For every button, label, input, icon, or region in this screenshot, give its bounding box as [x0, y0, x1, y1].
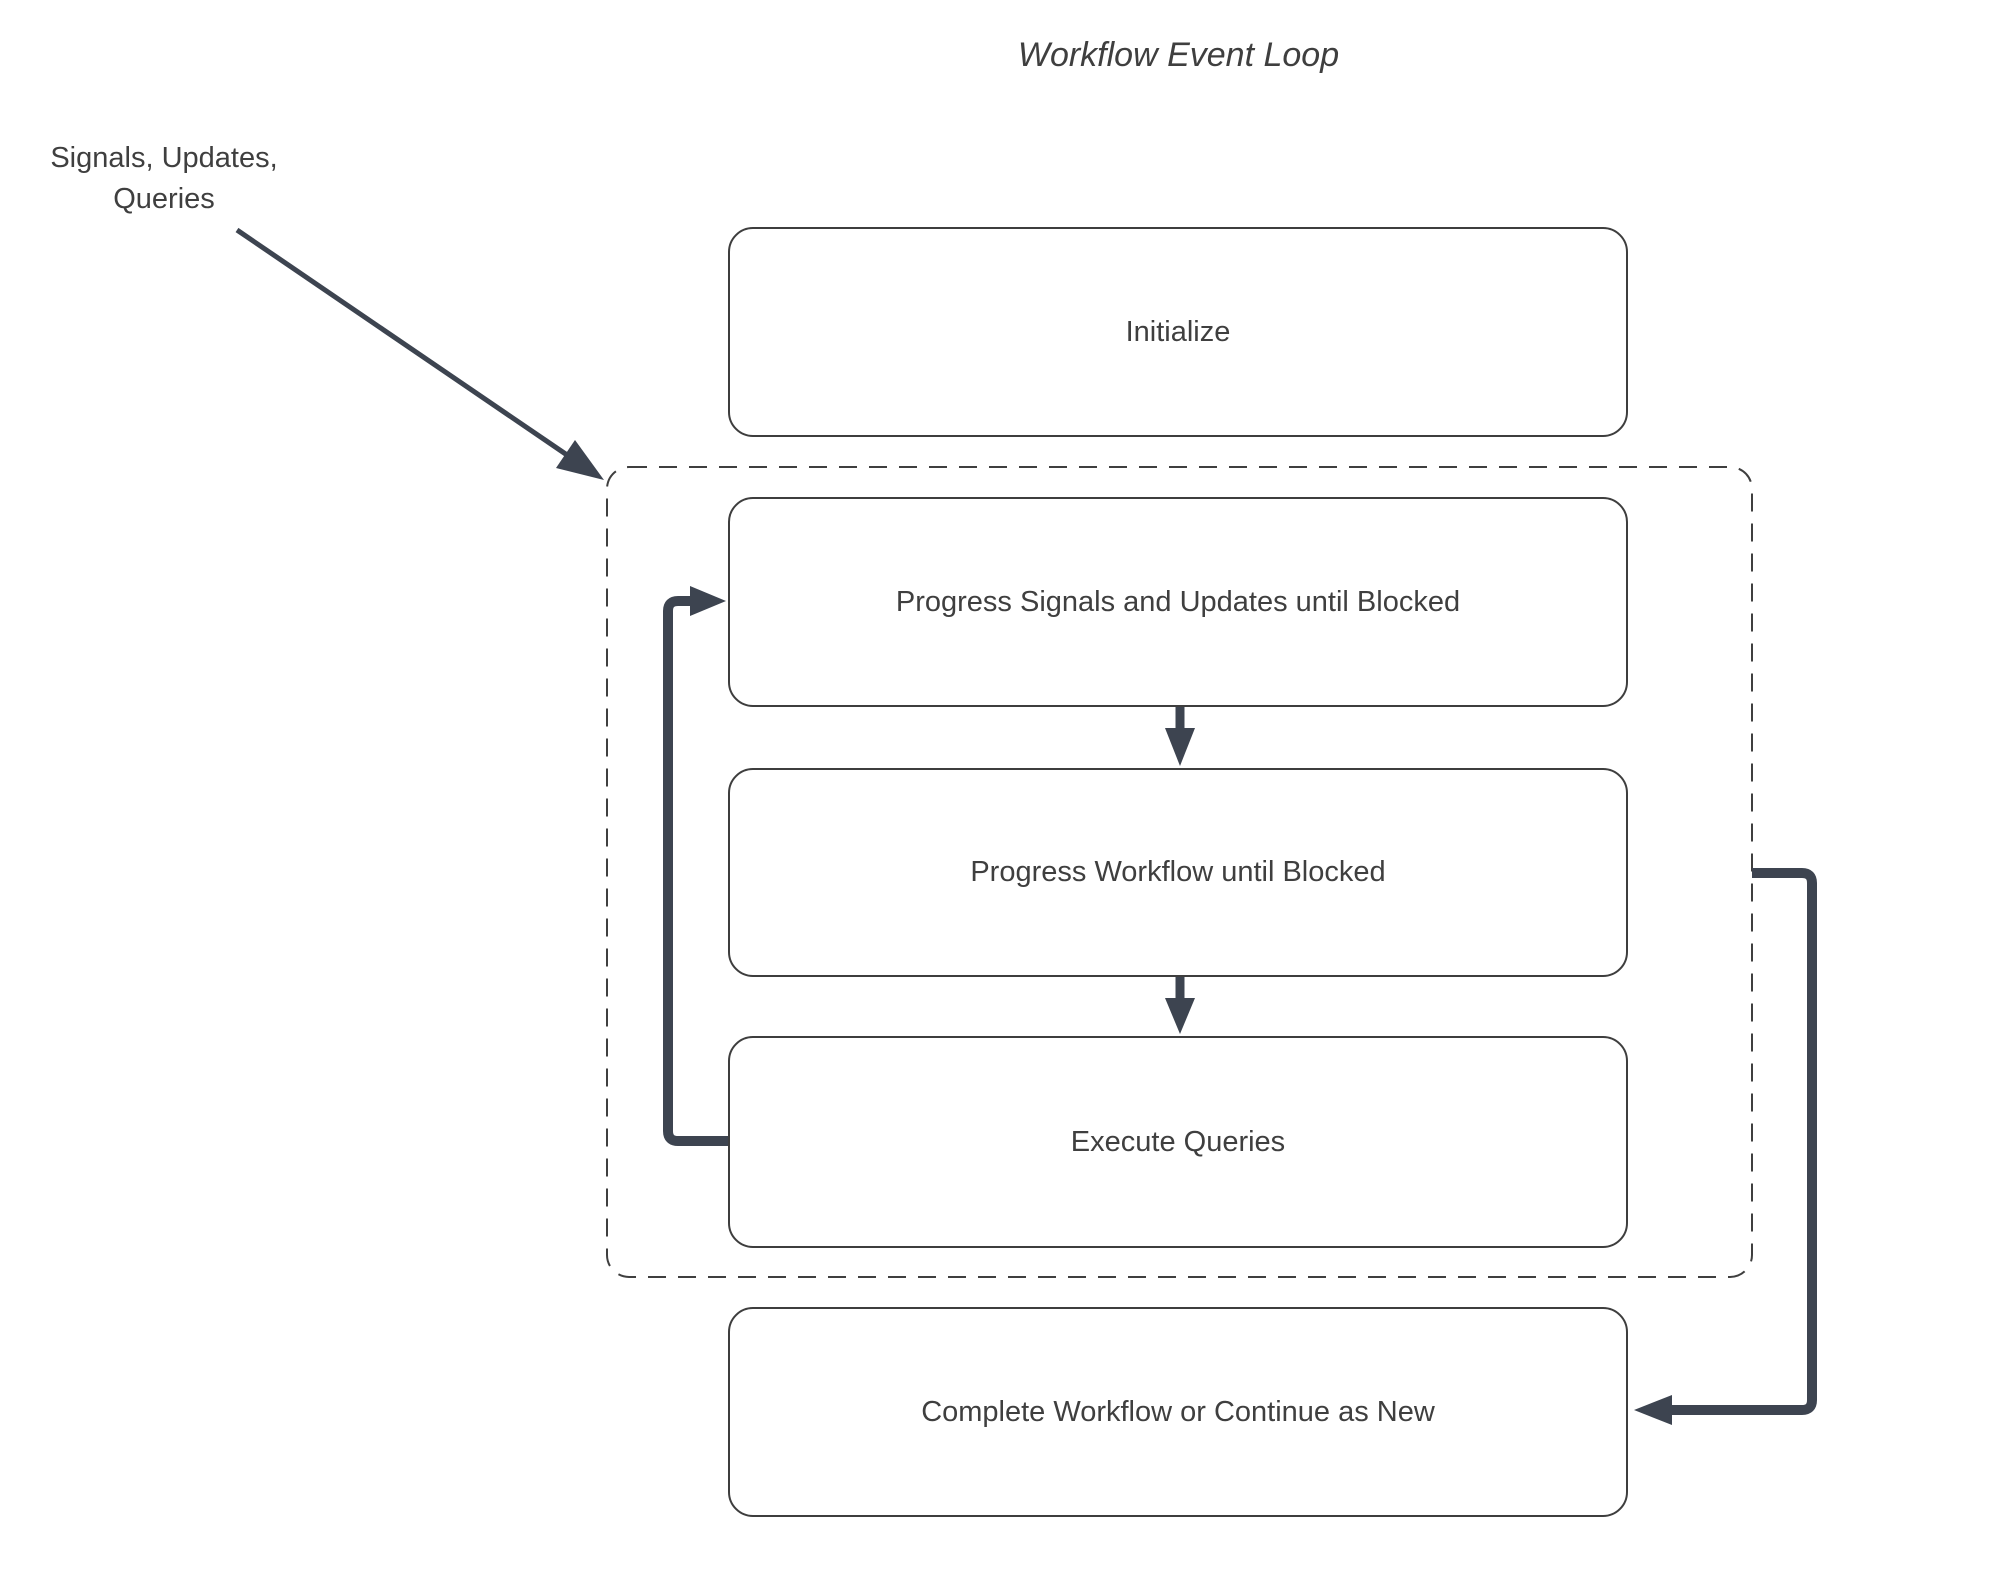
node-progress-workflow: Progress Workflow until Blocked	[728, 768, 1628, 977]
node-progress-signals: Progress Signals and Updates until Block…	[728, 497, 1628, 707]
edge-loop-back-arrowhead	[690, 586, 726, 616]
node-initialize-label: Initialize	[1125, 315, 1231, 348]
node-progress-signals-label: Progress Signals and Updates until Block…	[895, 585, 1461, 618]
edge-exit-arrowhead	[1634, 1395, 1672, 1425]
node-execute-queries: Execute Queries	[728, 1036, 1628, 1248]
edge-external-input-line	[235, 227, 572, 460]
diagram-title: Workflow Event Loop	[1017, 36, 1340, 74]
edge-loop-back-line	[663, 596, 728, 1146]
node-complete-label: Complete Workflow or Continue as New	[921, 1395, 1435, 1428]
node-initialize: Initialize	[728, 227, 1628, 437]
node-complete: Complete Workflow or Continue as New	[728, 1307, 1628, 1517]
edge-down-2-arrowhead	[1165, 998, 1195, 1034]
edge-down-1-arrowhead	[1165, 728, 1195, 766]
node-progress-workflow-label: Progress Workflow until Blocked	[970, 856, 1386, 888]
edge-exit-line	[1672, 868, 1817, 1415]
node-execute-queries-label: Execute Queries	[1070, 1125, 1286, 1158]
external-input-label: Signals, Updates, Queries	[50, 142, 278, 215]
edge-external-input-arrowhead	[556, 440, 604, 480]
